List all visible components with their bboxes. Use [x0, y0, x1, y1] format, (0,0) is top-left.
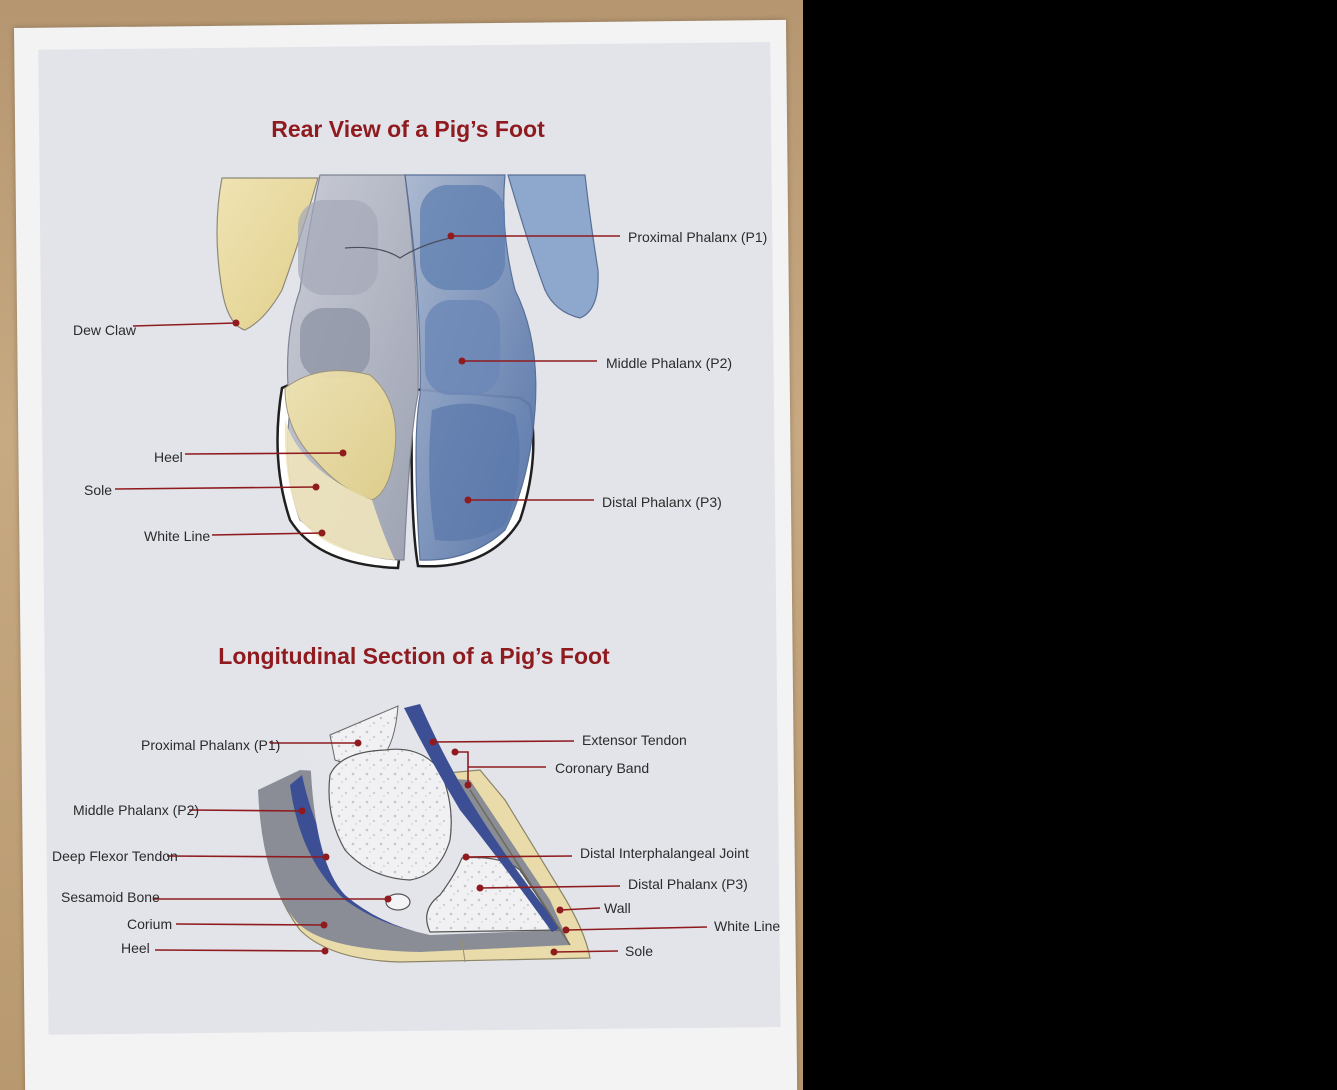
black-area	[803, 0, 1337, 1090]
rear-label-sole: Sole	[84, 482, 112, 498]
rear-callout-dew-claw: Dew Claw	[73, 320, 240, 339]
long-label-deep-flexor: Deep Flexor Tendon	[52, 848, 178, 864]
long-label-sesamoid: Sesamoid Bone	[61, 889, 160, 905]
long-label-distal: Distal Phalanx (P3)	[628, 876, 748, 892]
rear-label-heel: Heel	[154, 449, 183, 465]
rear-label-dew-claw: Dew Claw	[73, 322, 137, 338]
long-label-heel: Heel	[121, 940, 150, 956]
long-label-white-line: White Line	[714, 918, 780, 934]
rear-label-middle: Middle Phalanx (P2)	[606, 355, 732, 371]
rear-p3-right	[429, 404, 520, 541]
long-callout-heel: Heel	[121, 940, 329, 956]
long-label-extensor: Extensor Tendon	[582, 732, 687, 748]
long-callout-extensor: Extensor Tendon	[430, 732, 687, 748]
rear-label-proximal: Proximal Phalanx (P1)	[628, 229, 767, 245]
long-callout-white-line: White Line	[563, 918, 781, 934]
long-label-coronary: Coronary Band	[555, 760, 649, 776]
rear-view-illustration	[217, 175, 598, 568]
long-label-proximal: Proximal Phalanx (P1)	[141, 737, 280, 753]
anatomy-diagram: Rear View of a Pig’s Foot Proximal Phala…	[0, 0, 803, 1090]
rear-p1-right	[420, 185, 505, 290]
longitudinal-title: Longitudinal Section of a Pig’s Foot	[218, 643, 610, 669]
long-label-sole: Sole	[625, 943, 653, 959]
rear-p2-left	[300, 308, 370, 378]
long-label-wall: Wall	[604, 900, 631, 916]
long-label-dip-joint: Distal Interphalangeal Joint	[580, 845, 749, 861]
rear-label-distal: Distal Phalanx (P3)	[602, 494, 722, 510]
rear-dew-claw-right	[508, 175, 598, 318]
rear-p2-right	[425, 300, 500, 395]
long-label-middle: Middle Phalanx (P2)	[73, 802, 199, 818]
long-label-corium: Corium	[127, 916, 172, 932]
rear-view-title: Rear View of a Pig’s Foot	[271, 116, 545, 142]
rear-label-white-line: White Line	[144, 528, 210, 544]
